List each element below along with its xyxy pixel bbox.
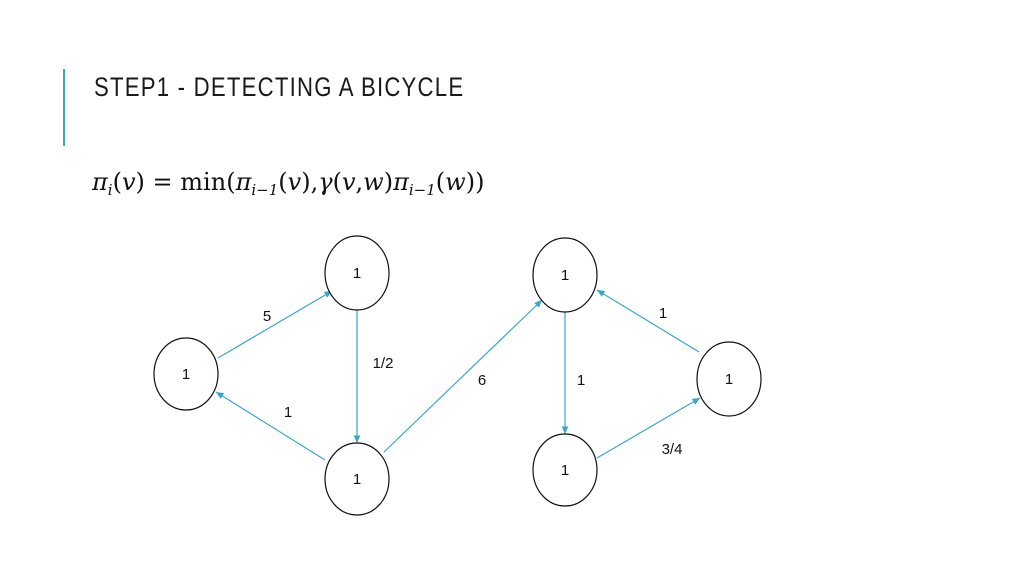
node-label: 1 [353, 265, 361, 282]
edge-label-fd: 1 [659, 305, 667, 322]
node-label: 1 [725, 371, 733, 388]
node-label: 1 [353, 471, 361, 488]
node-a: 1 [153, 337, 219, 411]
edge-ca [215, 391, 326, 461]
update-formula: πi(v) = min(πi−1(v),γ(v,w)πi−1(w)) [92, 168, 485, 199]
edge-cd [383, 299, 543, 453]
node-label: 1 [561, 267, 569, 284]
node-label: 1 [561, 462, 569, 479]
slide-title: STEP1 - DETECTING A BICYCLE [94, 72, 465, 102]
edge-label-ca: 1 [284, 404, 292, 421]
title-accent-bar [63, 69, 65, 146]
node-label: 1 [182, 366, 190, 383]
edge-fd [596, 289, 700, 353]
edge-label-cd: 6 [478, 372, 486, 389]
node-d: 1 [532, 237, 598, 313]
node-f: 1 [696, 341, 762, 417]
edge-ef [596, 397, 701, 459]
node-c: 1 [324, 442, 390, 516]
edge-label-bc: 1/2 [373, 355, 394, 372]
edge-label-ab: 5 [263, 308, 271, 325]
edge-ab [217, 290, 333, 359]
edge-label-de: 1 [577, 372, 585, 389]
node-b: 1 [324, 235, 390, 311]
edge-label-ef: 3/4 [662, 441, 683, 458]
node-e: 1 [532, 433, 598, 507]
